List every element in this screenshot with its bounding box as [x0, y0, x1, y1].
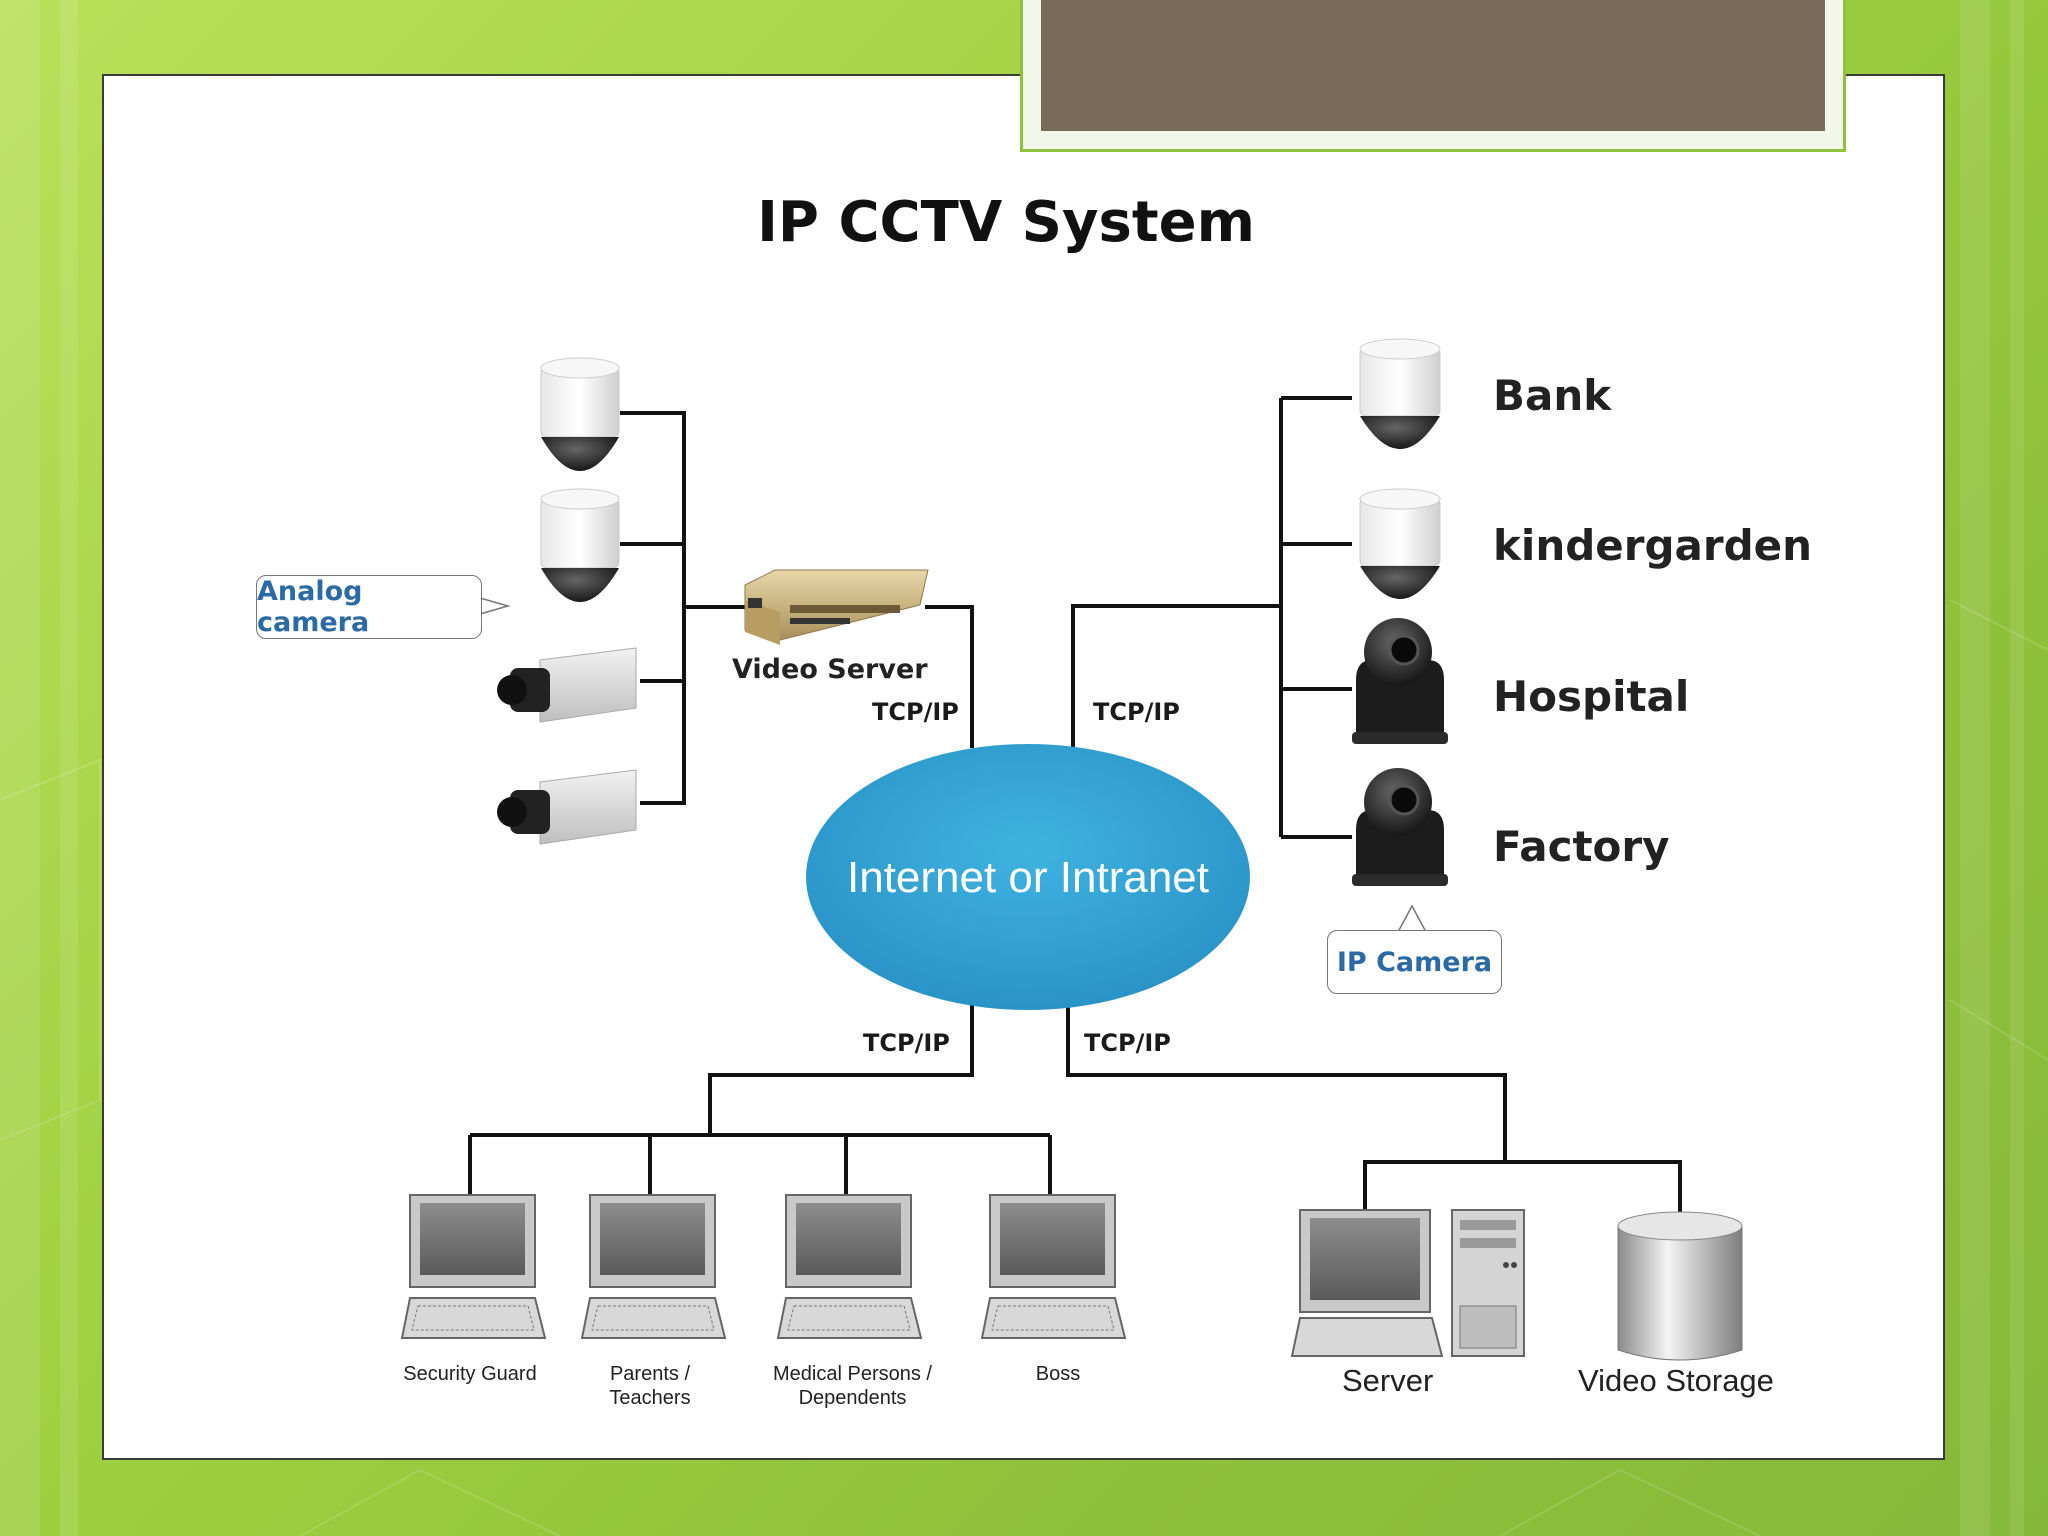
ip-ptz-camera [1352, 618, 1448, 744]
slide-title: IP CCTV System [757, 190, 1255, 255]
video-server-device [744, 569, 929, 645]
ip-dome-camera [1359, 488, 1441, 599]
server-computer [1290, 1209, 1525, 1357]
site-label-bank: Bank [1493, 371, 1612, 420]
tcp-label-video-server: TCP/IP [872, 698, 959, 726]
tcp-label-server: TCP/IP [1084, 1029, 1171, 1057]
client-label-line2: Dependents [798, 1387, 907, 1409]
ip-camera-callout: IP Camera [1327, 930, 1502, 994]
analog-camera-callout: Analog camera [256, 575, 482, 639]
network-cloud-label: Internet or Intranet [847, 853, 1209, 902]
connection-lines [468, 396, 1682, 1218]
site-label-kindergarden: kindergarden [1493, 521, 1813, 570]
video-server-label: Video Server [732, 654, 928, 685]
analog-dome-camera [540, 488, 620, 602]
network-cloud [806, 744, 1250, 1010]
client-computer [776, 1194, 923, 1339]
server-label: Server [1342, 1363, 1434, 1398]
ip-ptz-camera [1352, 768, 1448, 886]
client-label-line2: Teachers [609, 1387, 691, 1409]
video-storage-label: Video Storage [1578, 1363, 1774, 1398]
client-label-medical-persons: Medical Persons / Dependents [750, 1362, 955, 1410]
site-label-hospital: Hospital [1493, 672, 1690, 721]
client-label-line1: Boss [1035, 1363, 1081, 1385]
client-label-line1: Security Guard [403, 1363, 537, 1385]
client-label-parents-teachers: Parents / Teachers [560, 1362, 740, 1410]
client-label-line1: Parents / [609, 1363, 691, 1385]
client-computer [980, 1194, 1127, 1339]
ip-dome-camera [1359, 338, 1441, 449]
tcp-label-clients: TCP/IP [863, 1029, 950, 1057]
client-label-security-guard: Security Guard [380, 1362, 560, 1386]
tcp-label-ip-cameras: TCP/IP [1093, 698, 1180, 726]
title-placeholder-box [1020, 0, 1846, 152]
analog-box-camera [497, 647, 637, 723]
title-placeholder-fill [1041, 0, 1825, 131]
client-label-boss: Boss [968, 1362, 1148, 1386]
ip-callout-pointer [1397, 904, 1427, 933]
analog-box-camera [497, 769, 637, 845]
analog-dome-camera [540, 357, 620, 471]
client-label-line1: Medical Persons / [773, 1363, 932, 1385]
client-computer [580, 1194, 727, 1339]
site-label-factory: Factory [1493, 822, 1670, 871]
video-storage-icon [1617, 1211, 1743, 1361]
analog-callout-pointer [479, 597, 511, 615]
client-computer [400, 1194, 547, 1339]
